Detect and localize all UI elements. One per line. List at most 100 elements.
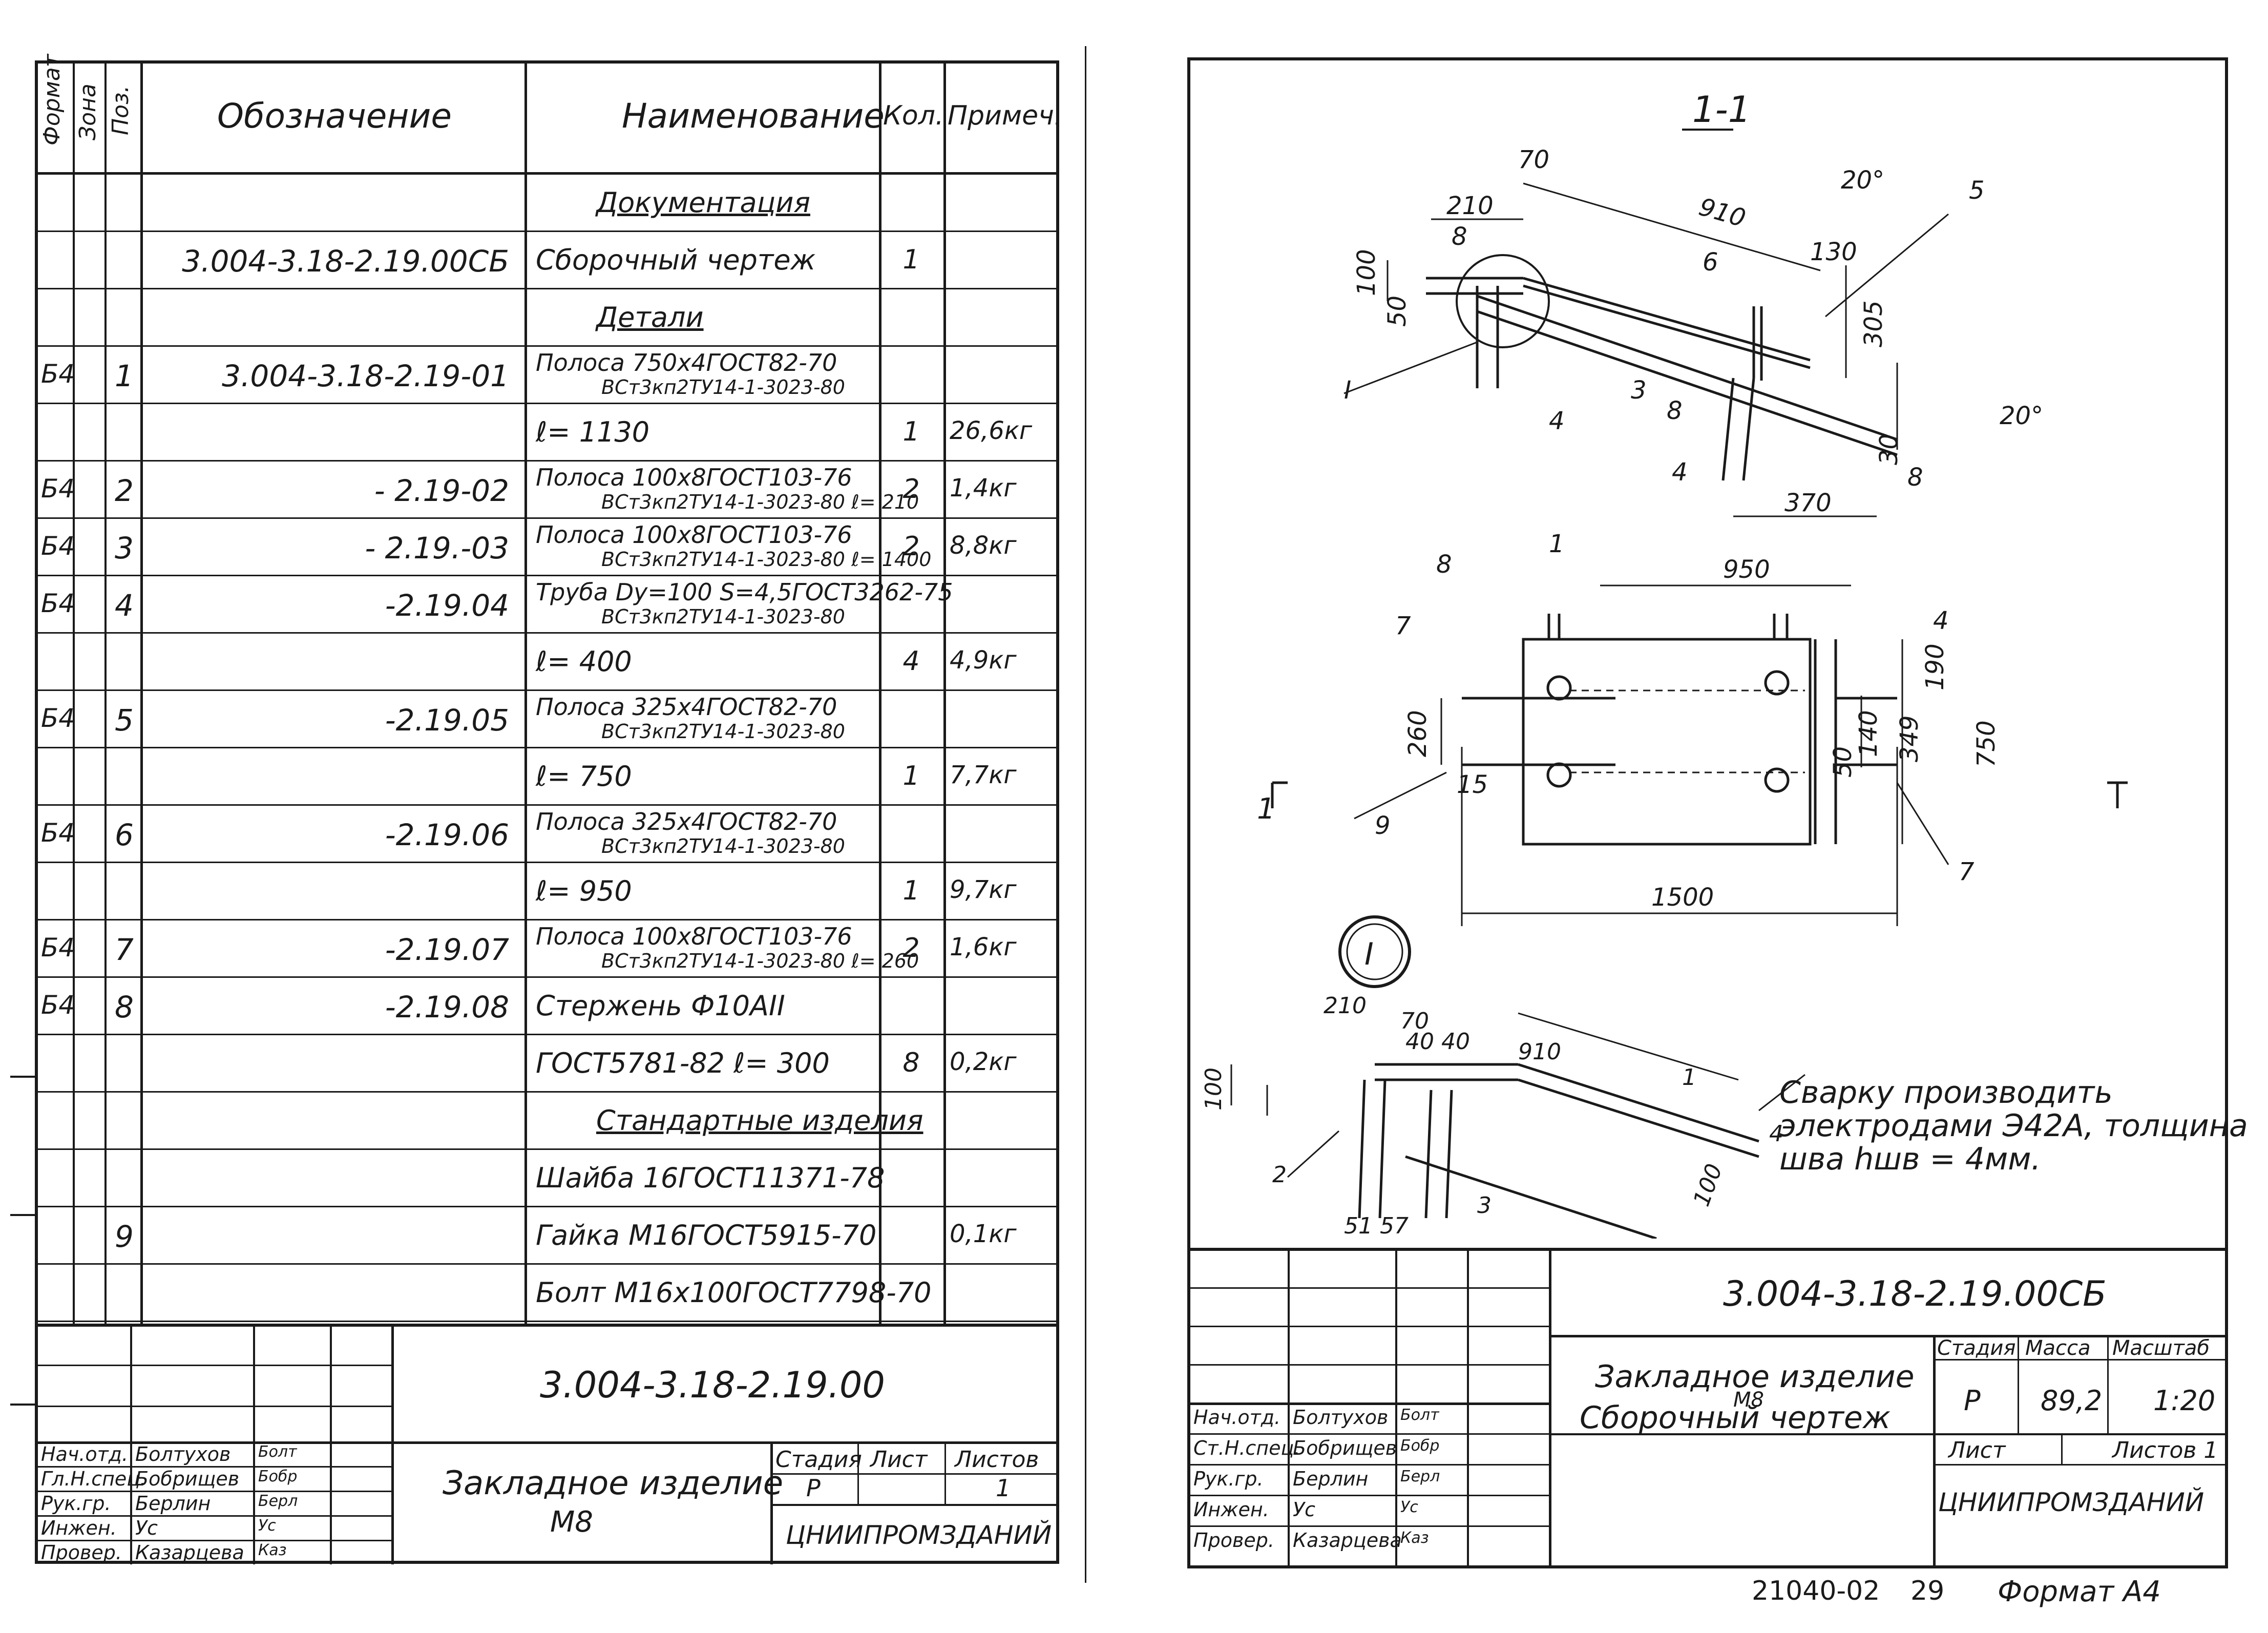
person-name: Бобрищев (135, 1468, 240, 1490)
plan-plate (1522, 638, 1812, 846)
col-line (140, 64, 143, 1324)
cell-name-material: ВСт3кп2ТУ14-1-3023-80 (601, 720, 845, 743)
dim-text: 6 (1703, 248, 1718, 277)
person-name: Болтухов (135, 1443, 231, 1465)
drawing-mass-label: Масса (2025, 1336, 2091, 1360)
tb-line (2107, 1335, 2109, 1433)
cell-note: 8,8кг (950, 531, 1017, 560)
cell-note: 1,4кг (950, 474, 1017, 503)
dim-text: 1 (1549, 530, 1565, 558)
row-line (38, 1034, 1056, 1035)
dim-text: 210 (1446, 192, 1494, 220)
tb-line (1190, 1364, 1549, 1366)
cell-format: Б4 (41, 818, 75, 848)
cell-format: Б4 (41, 531, 75, 561)
cell-designation: -2.19.04 (385, 588, 509, 623)
spec-sheets-value: 1 (996, 1474, 1011, 1502)
dim-text: 8 (1907, 463, 1923, 492)
leader-line (1354, 771, 1447, 820)
bolt-hole (1764, 767, 1790, 793)
tb-line (38, 1491, 391, 1492)
row-line (38, 747, 1056, 748)
col-line (879, 64, 881, 1324)
dim-text: 70 (1518, 145, 1549, 174)
header-zone: Зона (75, 83, 101, 140)
tb-line (770, 1473, 1056, 1475)
cell-name: Болт М16х100ГОСТ7798-70 (536, 1276, 932, 1309)
cell-format: Б4 (41, 359, 75, 389)
detail-marker-inner (1346, 923, 1403, 980)
role-label: Нач.отд. (1193, 1406, 1281, 1429)
tb-line (38, 1515, 391, 1517)
tb-line (38, 1540, 391, 1541)
cell-name: Полоса 100х8ГОСТ103-76 (536, 464, 852, 491)
tb-line (770, 1441, 773, 1564)
cell-qty: 2 (902, 933, 920, 964)
role-label: Нач.отд. (41, 1443, 129, 1465)
dim-text: 260 (1403, 710, 1432, 757)
cell-pos: 8 (115, 990, 134, 1024)
header-divider (38, 172, 1056, 175)
dim-text: 30 (1875, 434, 1903, 465)
cell-name: Полоса 100х8ГОСТ103-76 (536, 521, 852, 549)
person-name: Берлин (1293, 1468, 1369, 1490)
signature: Бобр (1400, 1437, 1440, 1455)
person-name: Бобрищев (1293, 1437, 1397, 1459)
drawing-org: ЦНИИПРОМЗДАНИЙ (1938, 1488, 2204, 1517)
header-format: Формат (39, 54, 65, 145)
person-name: Казарцева (1293, 1529, 1402, 1552)
row-line (38, 288, 1056, 289)
spec-sheets-label: Листов (955, 1447, 1039, 1473)
cell-name-material: ВСт3кп2ТУ14-1-3023-80 (601, 835, 845, 857)
row-line (38, 976, 1056, 978)
dim-text: 1 (1682, 1064, 1696, 1091)
tb-line (1933, 1464, 2225, 1465)
dim-text: 3 (1477, 1192, 1492, 1219)
tb-line (1549, 1433, 2225, 1435)
cell-designation: 3.004-3.18-2.19.00СБ (182, 244, 509, 279)
cell-format: Б4 (41, 703, 75, 733)
dim-text: 305 (1859, 300, 1888, 347)
tb-line (770, 1504, 1056, 1506)
cell-format: Б4 (41, 933, 75, 962)
row-line (38, 1091, 1056, 1093)
row-line (38, 460, 1056, 462)
bolt-hole (1546, 675, 1572, 701)
cell-pos: 7 (115, 932, 134, 967)
tb-line (38, 1365, 391, 1366)
tb-line (38, 1406, 391, 1407)
drawing-sheets-label: Листов 1 (2112, 1437, 2218, 1463)
cell-designation: - 2.19.-03 (365, 531, 509, 566)
dim-text: 4 (1933, 606, 1949, 635)
spec-stage-value: Р (806, 1474, 821, 1502)
cell-qty: 1 (902, 875, 920, 906)
footer-format: Формат А4 (1998, 1575, 2161, 1608)
dim-text: 190 (1921, 643, 1949, 690)
dim-text: 20° (1841, 166, 1884, 195)
spec-row: Документация (38, 175, 1056, 232)
row-line (38, 1148, 1056, 1150)
spec-org: ЦНИИПРОМЗДАНИЙ (786, 1520, 1052, 1550)
specification-sheet: Формат Зона Поз. Обозначение Наименовани… (35, 54, 1062, 1564)
row-line (38, 1321, 1056, 1322)
cell-designation: -2.19.07 (385, 932, 509, 967)
dim-text: 910 (1518, 1039, 1561, 1065)
drawing-sheet-label: Лист (1948, 1437, 2006, 1463)
tb-line (330, 1324, 332, 1564)
cell-note: 1,6кг (950, 933, 1017, 961)
cell-qty: 1 (902, 761, 920, 791)
tb-line (1190, 1287, 1549, 1289)
cell-name: ℓ= 750 (536, 760, 632, 792)
cell-pos: 1 (115, 359, 134, 393)
cell-note: 0,1кг (950, 1220, 1017, 1248)
drawing-title-sub: Сборочный чертеж (1580, 1400, 1891, 1436)
dim-text: 57 (1380, 1213, 1409, 1239)
detail-pipe (1378, 1079, 1387, 1219)
cell-name: Сборочный чертеж (536, 244, 816, 276)
cell-name: Гайка М16ГОСТ5915-70 (536, 1219, 877, 1251)
